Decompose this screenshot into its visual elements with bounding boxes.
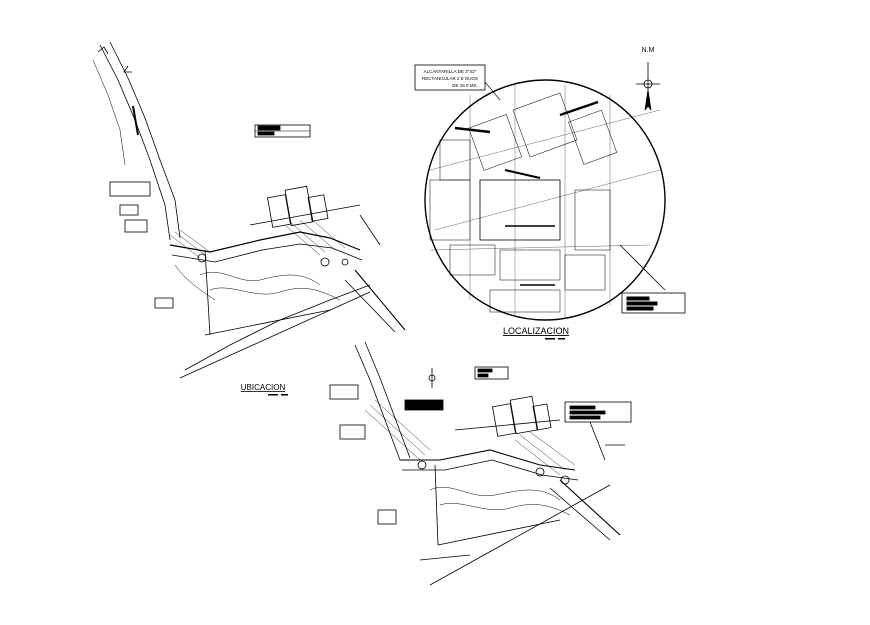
upper-site-plan [92, 41, 406, 379]
north-arrow-icon [636, 62, 660, 111]
localizacion-map [414, 64, 686, 321]
callout-line-1: ALCANTARILLA DE 3"X2" [424, 69, 477, 74]
ubicacion-title: UBICACION [241, 383, 286, 392]
north-label: N.M [642, 47, 655, 54]
lower-site-plan [329, 341, 632, 586]
callout-line-3: DE 15.0 MS. [452, 83, 478, 88]
localizacion-title: LOCALIZACION [503, 326, 569, 336]
callout-line-2: RECTANGULAR 2 E DUOS [422, 76, 478, 81]
